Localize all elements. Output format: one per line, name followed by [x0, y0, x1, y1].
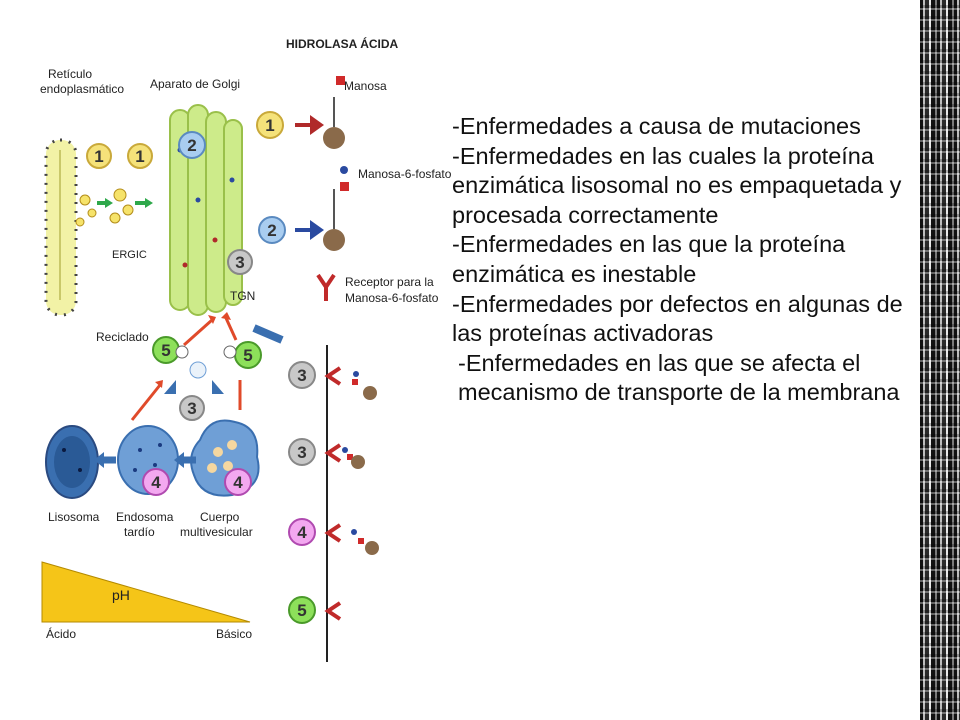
- er-vesicles: [75, 188, 153, 227]
- label-ergic: ERGIC: [112, 249, 147, 261]
- label-endosoma-1: Endosoma: [116, 510, 174, 524]
- svg-text:pH: pH: [112, 587, 130, 603]
- label-endosoma-2: tardío: [124, 525, 155, 539]
- label-hidrolasa: HIDROLASA ÁCIDA: [286, 36, 399, 51]
- svg-text:3: 3: [297, 443, 306, 462]
- svg-text:5: 5: [297, 601, 306, 620]
- svg-text:Receptor para la: Receptor para la: [345, 275, 434, 289]
- svg-text:Manosa-6-fosfato: Manosa-6-fosfato: [345, 291, 439, 305]
- svg-text:2: 2: [267, 221, 276, 240]
- list-item: -Enfermedades en las que la proteína enz…: [452, 231, 846, 287]
- label-acido: Ácido: [46, 626, 76, 641]
- svg-text:3: 3: [297, 366, 306, 385]
- label-manosa: Manosa: [344, 79, 387, 93]
- svg-text:5: 5: [161, 341, 170, 360]
- list-item: -Enfermedades por defectos en algunas de…: [452, 290, 903, 347]
- svg-text:4: 4: [297, 523, 307, 542]
- label-golgi: Aparato de Golgi: [150, 77, 240, 91]
- receptor-row-3a: 3: [288, 361, 377, 400]
- label-cuerpo-2: multivesicular: [180, 525, 253, 539]
- enzyme-row-2: 2 Manosa-6-fosfato: [258, 166, 452, 251]
- multivesicular-body: 4: [190, 419, 260, 497]
- step-1-er-badge: 1: [86, 143, 112, 169]
- list-item: -Enfermedades a causa de mutaciones: [452, 113, 861, 139]
- svg-text:4: 4: [233, 473, 243, 492]
- svg-text:4: 4: [151, 473, 161, 492]
- svg-text:1: 1: [265, 116, 274, 135]
- receptor-row-3b: 3: [288, 438, 365, 469]
- golgi-apparatus: [169, 104, 243, 316]
- list-item: -Enfermedades en las cuales la proteína …: [452, 142, 902, 228]
- recycling-pathway: 5 5 3: [130, 312, 284, 421]
- endoplasmic-reticulum: [44, 138, 78, 317]
- label-tgn: TGN: [230, 289, 255, 303]
- svg-text:5: 5: [243, 346, 252, 365]
- receptor-row-4: 4: [288, 518, 379, 555]
- label-lisosoma: Lisosoma: [48, 510, 100, 524]
- label-reticulo-2: endoplasmático: [40, 82, 124, 96]
- label-manosa-6-fosfato: Manosa-6-fosfato: [358, 167, 452, 181]
- svg-text:2: 2: [187, 136, 196, 155]
- enzyme-row-1: 1 Manosa: [256, 76, 387, 149]
- decorative-border-strip: [920, 0, 960, 720]
- svg-text:3: 3: [187, 399, 196, 418]
- svg-text:1: 1: [135, 147, 144, 166]
- label-reciclado: Reciclado: [96, 330, 149, 344]
- disease-list: -Enfermedades a causa de mutaciones -Enf…: [452, 112, 918, 408]
- receptor-legend: Receptor para la Manosa-6-fosfato: [316, 273, 439, 305]
- ph-gradient-wedge: pH: [41, 561, 251, 623]
- label-basico: Básico: [216, 627, 252, 641]
- svg-text:1: 1: [94, 147, 103, 166]
- svg-text:3: 3: [235, 253, 244, 272]
- late-endosome: 4: [117, 425, 179, 496]
- label-reticulo-1: Retículo: [48, 67, 92, 81]
- receptor-row-5: 5: [288, 596, 342, 624]
- lysosome: [45, 425, 99, 499]
- step-2-golgi-badge: 2: [178, 131, 206, 159]
- step-1-ergic-badge: 1: [127, 143, 153, 169]
- step-3-tgn-badge: 3: [227, 249, 253, 275]
- list-item: -Enfermedades en las que se afecta el me…: [458, 349, 900, 406]
- label-cuerpo-1: Cuerpo: [200, 510, 240, 524]
